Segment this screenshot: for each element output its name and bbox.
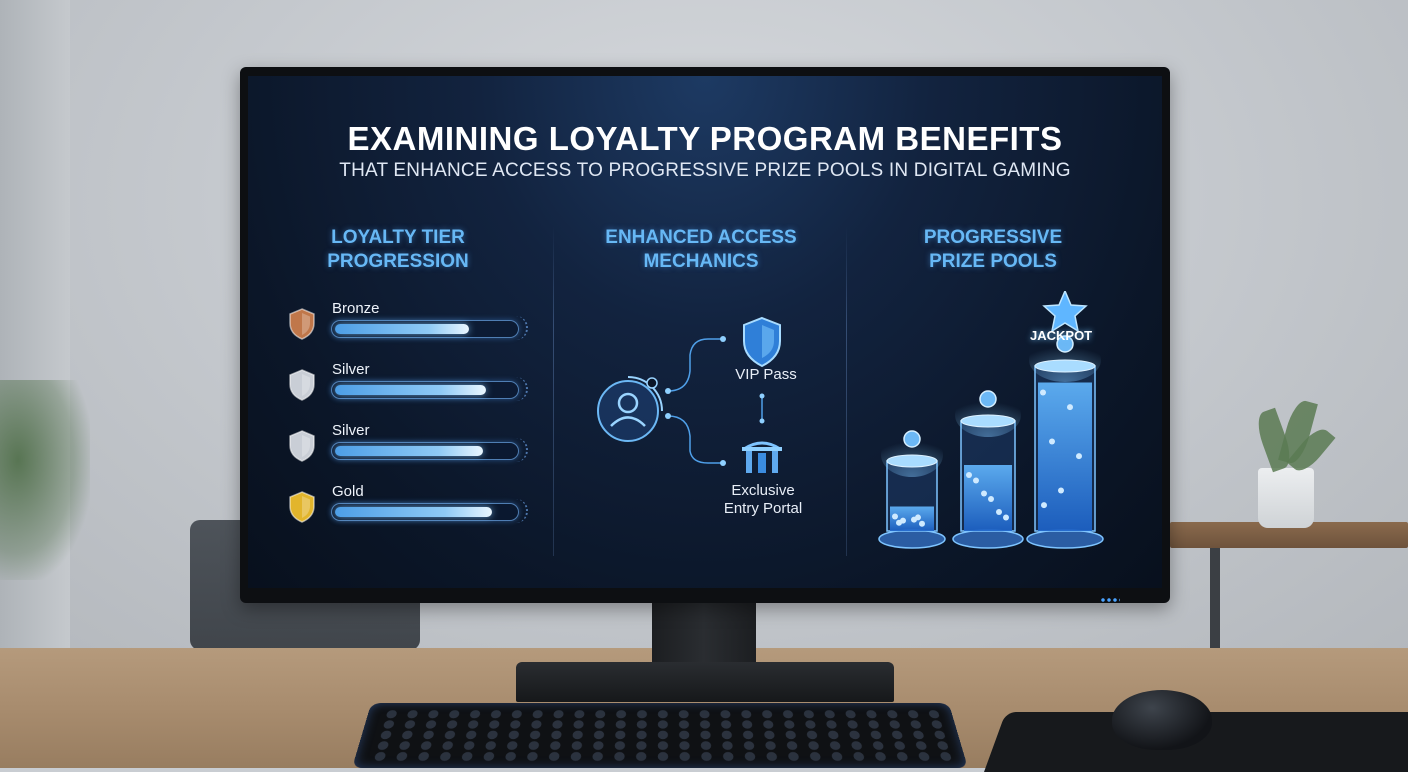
coin-bubble xyxy=(915,514,921,521)
jackpot-star-icon xyxy=(1042,291,1088,333)
prize-pool-cylinder xyxy=(1026,335,1104,549)
connector-node xyxy=(720,336,726,342)
heading-line: PROGRESSIVE xyxy=(923,227,1063,248)
connector-node xyxy=(720,460,726,466)
enhanced-access-heading: ENHANCED ACCESS MECHANICS xyxy=(581,226,821,274)
jackpot-label: JACKPOT xyxy=(1030,328,1093,343)
label-line: Exclusive xyxy=(731,482,795,499)
tier-progress-fill xyxy=(335,385,486,395)
side-table-leg xyxy=(1210,548,1220,658)
user-profile-icon xyxy=(597,376,663,442)
plant-left xyxy=(0,380,90,580)
monitor-stand-neck xyxy=(652,600,756,670)
coin-bubble xyxy=(1058,487,1064,494)
tier-label: Bronze xyxy=(332,300,380,317)
coin-bubble xyxy=(919,520,925,527)
tier-progress-glow xyxy=(516,377,528,401)
vip-pass-label: VIP Pass xyxy=(735,366,797,383)
tier-row: Gold xyxy=(288,483,528,539)
coin-bubble xyxy=(988,496,994,502)
keyboard-keys xyxy=(367,709,953,763)
tier-shield-icon xyxy=(289,308,315,340)
coin-bubble xyxy=(892,513,898,520)
monitor-power-indicator xyxy=(1100,598,1120,602)
coin-bubble xyxy=(1049,438,1055,445)
connector-node xyxy=(665,388,671,394)
tier-progress-glow xyxy=(516,316,528,340)
coin-bubble xyxy=(973,477,979,484)
tier-shield-icon xyxy=(289,491,315,523)
coin-bubble xyxy=(966,472,972,478)
coin-bubble xyxy=(1003,514,1009,521)
tier-row: Bronze xyxy=(288,300,528,356)
coin-bubble xyxy=(1076,453,1082,460)
connector-node xyxy=(759,418,765,424)
heading-line: ENHANCED ACCESS xyxy=(605,227,797,248)
heading-line: LOYALTY TIER xyxy=(331,227,465,248)
tier-progress-glow xyxy=(516,499,528,523)
coin-bubble xyxy=(900,517,906,524)
tier-progress-track xyxy=(331,503,519,521)
keyboard xyxy=(352,703,968,768)
label-line: Entry Portal xyxy=(723,500,803,517)
prize-pool-cylinder xyxy=(952,390,1024,549)
page-title: EXAMINING LOYALTY PROGRAM BENEFITS xyxy=(347,120,1063,157)
portal-gate-icon xyxy=(742,441,782,473)
tier-progress-track xyxy=(331,442,519,460)
access-flow-diagram xyxy=(597,316,782,473)
tier-row: Silver xyxy=(288,422,528,478)
page-subtitle: THAT ENHANCE ACCESS TO PROGRESSIVE PRIZE… xyxy=(339,160,1071,181)
monitor-stand-base xyxy=(516,662,894,702)
prize-pool-cylinder xyxy=(878,430,946,549)
tier-row: Silver xyxy=(288,361,528,417)
tier-progress-fill xyxy=(335,324,469,334)
exclusive-entry-portal-label: Exclusive Entry Portal xyxy=(706,482,820,518)
coin-bubble xyxy=(1040,389,1046,396)
heading-line: PRIZE POOLS xyxy=(929,251,1057,272)
prize-pool-cylinders xyxy=(878,291,1104,549)
tier-progress-track xyxy=(331,381,519,399)
coin-bubble xyxy=(996,509,1002,515)
tier-progress-fill xyxy=(335,507,492,517)
tier-shield-icon xyxy=(289,430,315,462)
vip-shield-icon xyxy=(743,316,781,368)
plant-pot xyxy=(1258,468,1314,528)
tier-label: Silver xyxy=(332,422,370,439)
coin-bubble xyxy=(1067,404,1073,411)
heading-line: MECHANICS xyxy=(643,251,759,272)
loyalty-tier-heading: LOYALTY TIER PROGRESSION xyxy=(278,226,518,274)
heading-line: PROGRESSION xyxy=(327,251,469,272)
tier-progress-fill xyxy=(335,446,483,456)
tier-label: Gold xyxy=(332,483,364,500)
tier-shield-icon xyxy=(289,369,315,401)
prize-pools-heading: PROGRESSIVE PRIZE POOLS xyxy=(873,226,1113,274)
column-divider xyxy=(846,226,847,556)
coin-bubble xyxy=(981,490,987,497)
pool-group xyxy=(878,335,1104,549)
flow-connectors xyxy=(667,338,763,464)
mouse xyxy=(1112,690,1212,750)
coin-bubble xyxy=(1041,502,1047,509)
connector-node xyxy=(665,413,671,419)
monitor-screen: EXAMINING LOYALTY PROGRAM BENEFITS THAT … xyxy=(248,76,1162,588)
tier-progress-track xyxy=(331,320,519,338)
connector-node xyxy=(759,393,765,399)
tier-label: Silver xyxy=(332,361,370,378)
column-divider xyxy=(553,226,554,556)
tier-progress-glow xyxy=(516,438,528,462)
